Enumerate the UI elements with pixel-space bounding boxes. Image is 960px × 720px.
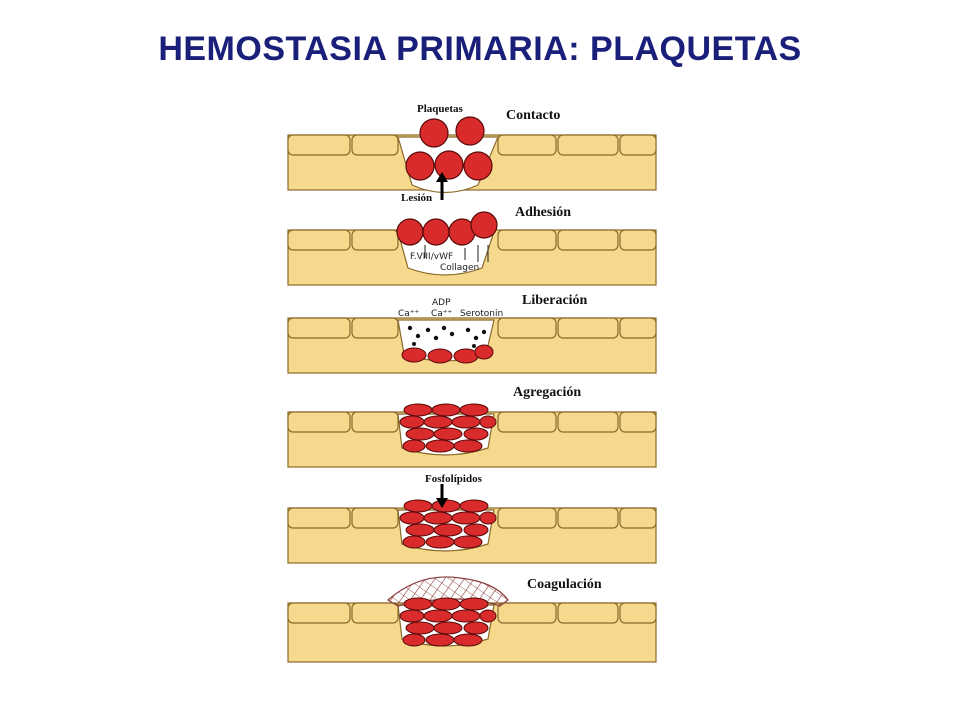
stage-coagulacion: Coagulación [287, 576, 657, 663]
lesion-arrow [436, 172, 448, 200]
label-contacto: Contacto [506, 108, 560, 123]
label-adp: ADP [432, 298, 451, 308]
platelet [453, 348, 479, 364]
platelet [434, 150, 464, 180]
platelet [396, 218, 424, 246]
label-agregacion: Agregación [513, 385, 581, 400]
platelet-aggregate [399, 597, 497, 647]
label-collagen: Collagen [440, 263, 479, 273]
platelet [470, 211, 498, 239]
platelet [427, 348, 453, 364]
platelets [396, 211, 498, 246]
label-adhesion: Adhesión [515, 205, 571, 220]
label-plaquetas: Plaquetas [417, 103, 464, 115]
stage-contacto: Plaquetas Contacto Lesión [287, 103, 657, 204]
fosfolipidos-arrow [436, 484, 448, 508]
stage-adhesion: F.VIII/vWF Collagen Adhesión [287, 205, 657, 286]
binding-arrows [424, 245, 489, 262]
stage-liberacion: ADP Ca⁺⁺ Ca⁺⁺ Serotonin Liberación [287, 293, 657, 374]
endothelium-layer [287, 134, 657, 191]
label-lesion: Lesión [401, 192, 432, 204]
label-liberacion: Liberación [522, 293, 588, 308]
platelet [401, 347, 427, 363]
platelet-aggregate [399, 499, 497, 549]
label-coagulacion: Coagulación [527, 577, 602, 592]
label-fviii-vwf: F.VIII/vWF [410, 252, 453, 262]
platelet [463, 151, 493, 181]
label-serotonin: Serotonin [460, 309, 503, 319]
platelet [422, 218, 450, 246]
platelet [455, 116, 485, 146]
label-fosfolipidos: Fosfolípidos [425, 473, 483, 485]
label-ca-2: Ca⁺⁺ [431, 309, 453, 319]
stage-fosfolipidos: Fosfolípidos [287, 473, 657, 564]
platelet [405, 151, 435, 181]
platelets [401, 344, 494, 364]
label-ca-1: Ca⁺⁺ [398, 309, 420, 319]
page-title: HEMOSTASIA PRIMARIA: PLAQUETAS [158, 30, 802, 68]
platelet [419, 118, 449, 148]
released-granules [407, 325, 487, 348]
stage-agregacion: Agregación [287, 385, 657, 468]
platelet-aggregate [399, 403, 497, 453]
platelets [405, 116, 493, 181]
platelet [474, 344, 494, 360]
